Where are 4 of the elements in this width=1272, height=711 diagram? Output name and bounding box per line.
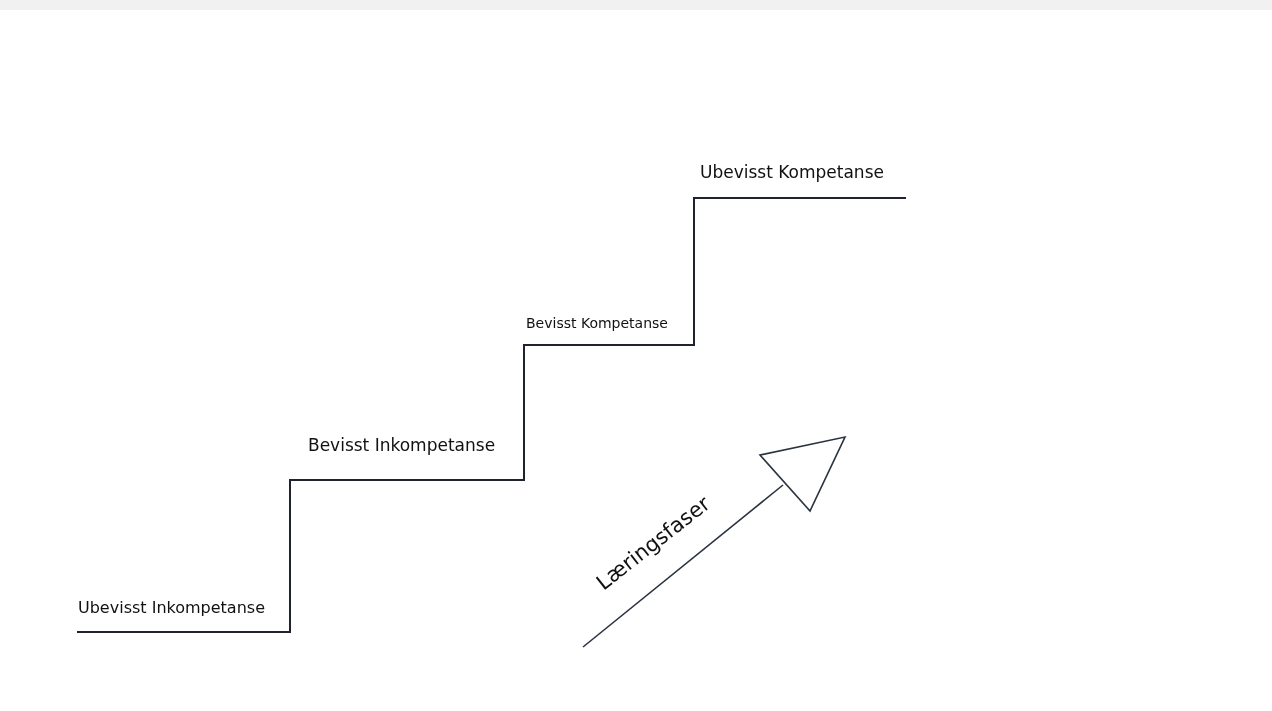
stage-label: Bevisst Kompetanse bbox=[526, 314, 668, 333]
stage-label: Bevisst Inkompetanse bbox=[308, 434, 496, 457]
stage-label: Ubevisst Inkompetanse bbox=[78, 597, 265, 619]
stage-label: Ubevisst Kompetanse bbox=[700, 161, 884, 184]
